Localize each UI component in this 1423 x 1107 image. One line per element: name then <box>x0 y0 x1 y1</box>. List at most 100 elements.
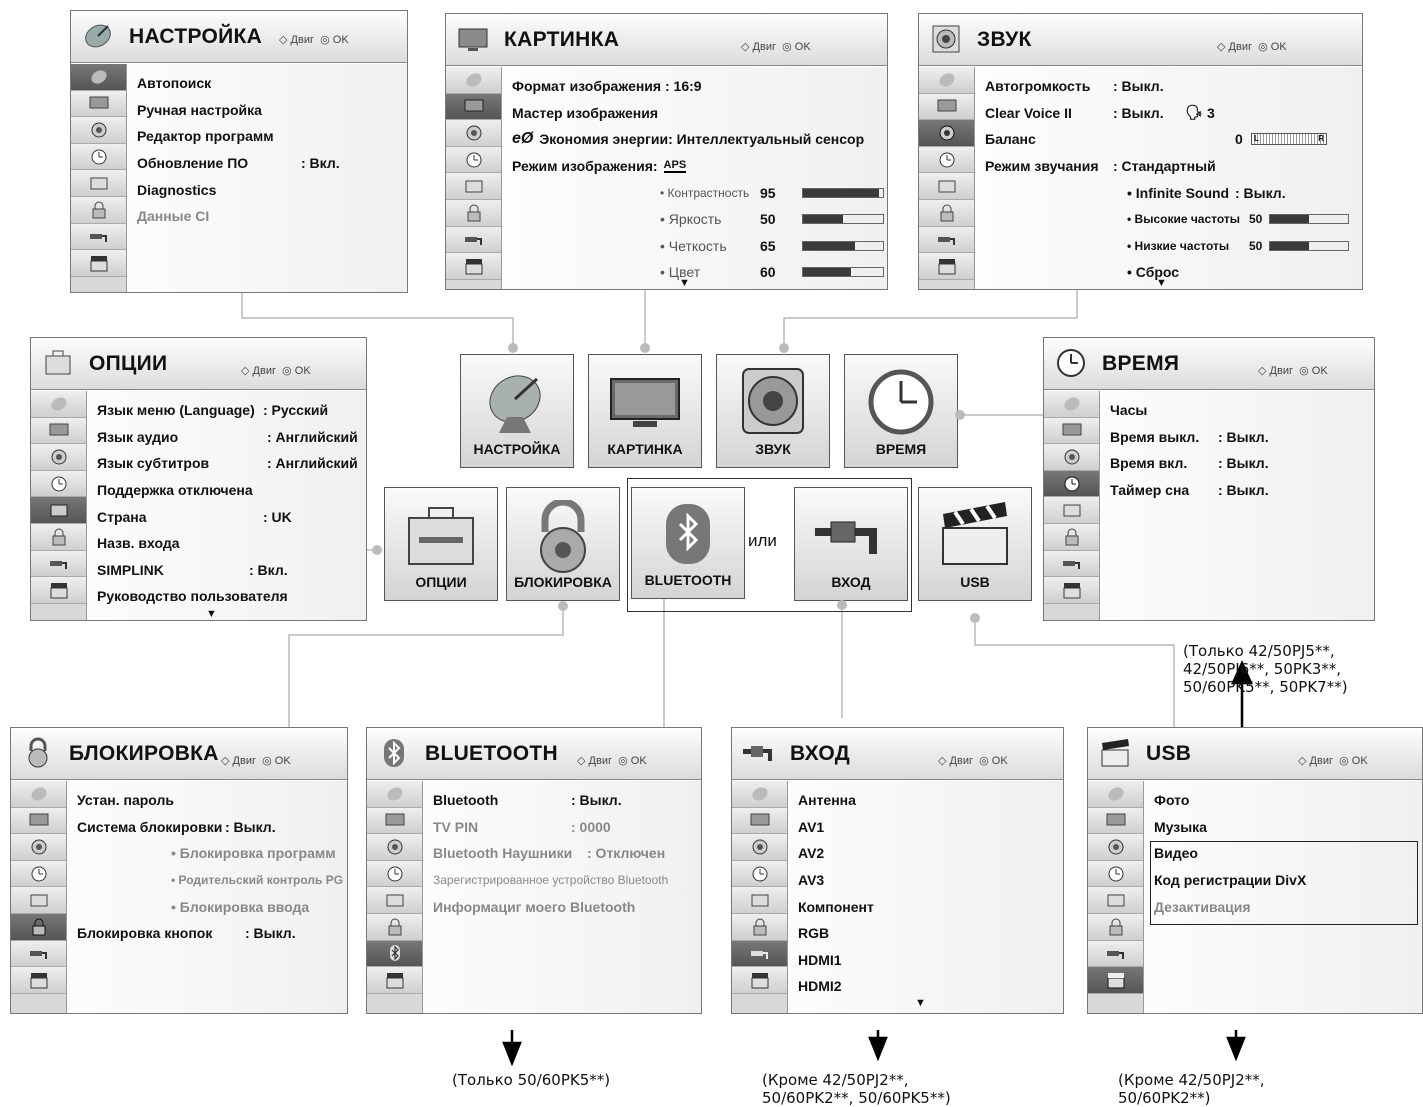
sidebar-item-lock[interactable] <box>446 199 501 227</box>
sidebar-item-picture[interactable] <box>1088 807 1143 835</box>
sidebar-item-picture[interactable] <box>732 807 787 835</box>
sidebar-item-picture[interactable] <box>31 417 86 445</box>
tile-usb[interactable]: USB <box>918 487 1032 601</box>
menu-row[interactable]: SIMPLINK: Вкл. <box>97 561 288 578</box>
menu-row[interactable]: Формат изображения : 16:9 <box>512 78 702 95</box>
sidebar-item-setup[interactable] <box>71 64 126 91</box>
sidebar-item-setup[interactable] <box>1044 391 1099 418</box>
sidebar-item-lock[interactable] <box>71 196 126 224</box>
tile-lock[interactable]: БЛОКИРОВКА <box>506 487 620 601</box>
menu-row[interactable]: • Блокировка программ <box>171 845 336 862</box>
sidebar-item-input[interactable] <box>11 940 66 968</box>
menu-row[interactable]: Поддержка отключена <box>97 482 253 499</box>
sidebar-item-time[interactable] <box>11 860 66 888</box>
menu-row[interactable]: AV1 <box>798 818 825 835</box>
sidebar-item-setup[interactable] <box>919 67 974 94</box>
sidebar-item-usb[interactable] <box>367 967 422 994</box>
menu-row[interactable]: Обновление ПО: Вкл. <box>137 155 340 172</box>
sidebar-item-option[interactable] <box>1088 887 1143 914</box>
sidebar-item-audio[interactable] <box>367 834 422 861</box>
sidebar-item-time[interactable] <box>732 860 787 888</box>
menu-row[interactable]: Антенна <box>798 792 856 809</box>
menu-row[interactable]: • Сброс <box>1127 264 1180 281</box>
sidebar-item-input[interactable] <box>1088 940 1143 968</box>
sidebar-item-time[interactable] <box>919 146 974 174</box>
scroll-down-icon[interactable]: ▼ <box>915 997 926 1009</box>
slider-bar[interactable] <box>802 187 884 198</box>
menu-row[interactable]: HDMI2 <box>798 978 842 995</box>
tile-audio[interactable]: ЗВУК <box>716 354 830 468</box>
sidebar-item-time[interactable] <box>31 470 86 498</box>
sidebar-item-setup[interactable] <box>446 67 501 94</box>
menu-row[interactable]: Автогромкость: Выкл. <box>985 78 1164 95</box>
tile-setup[interactable]: НАСТРОЙКА <box>460 354 574 468</box>
sidebar-item-audio[interactable] <box>732 834 787 861</box>
sidebar-item-picture[interactable] <box>11 807 66 835</box>
slider-bar[interactable] <box>1269 214 1349 225</box>
menu-row[interactable]: Страна: UK <box>97 508 292 525</box>
menu-row[interactable]: Фото <box>1154 792 1190 809</box>
sidebar-item-lock[interactable] <box>1088 913 1143 941</box>
menu-row[interactable]: Редактор программ <box>137 128 274 145</box>
sidebar-item-usb[interactable] <box>446 253 501 280</box>
menu-row[interactable]: Clear Voice II: Выкл.🗣3 <box>985 104 1215 121</box>
slider-bar[interactable] <box>802 240 884 251</box>
menu-row[interactable]: Видео <box>1154 845 1198 862</box>
sidebar-item-input[interactable] <box>71 223 126 251</box>
sidebar-item-lock[interactable] <box>11 913 66 941</box>
sidebar-item-usb[interactable] <box>71 250 126 277</box>
sidebar-item-setup[interactable] <box>11 781 66 808</box>
sidebar-item-audio[interactable] <box>1088 834 1143 861</box>
sidebar-item-lock[interactable] <box>919 199 974 227</box>
menu-row[interactable]: • Родительский контроль PG <box>171 873 344 888</box>
sidebar-item-setup[interactable] <box>1088 781 1143 808</box>
sidebar-item-picture[interactable] <box>71 90 126 118</box>
menu-row[interactable]: Язык аудио: Английский <box>97 428 358 445</box>
sidebar-item-setup[interactable] <box>732 781 787 808</box>
menu-row[interactable]: • Блокировка ввода <box>171 898 310 915</box>
sidebar-item-lock[interactable] <box>367 913 422 941</box>
menu-row[interactable]: Компонент <box>798 898 874 915</box>
sidebar-item-audio[interactable] <box>1044 444 1099 471</box>
scroll-down-icon[interactable]: ▼ <box>1156 277 1167 289</box>
menu-row[interactable]: RGB <box>798 925 830 942</box>
sidebar-item-picture[interactable] <box>446 93 501 121</box>
sidebar-item-lock[interactable] <box>1044 523 1099 551</box>
menu-row[interactable]: Язык субтитров: Английский <box>97 455 358 472</box>
menu-row[interactable]: Автопоиск <box>137 75 212 92</box>
sidebar-item-bluetooth[interactable] <box>367 940 422 968</box>
sidebar-item-option[interactable] <box>1044 497 1099 524</box>
scroll-down-icon[interactable]: ▼ <box>679 277 690 289</box>
sidebar-item-usb[interactable] <box>31 577 86 604</box>
menu-row[interactable]: Таймер сна: Выкл. <box>1110 482 1269 499</box>
menu-row[interactable]: AV2 <box>798 845 825 862</box>
sidebar-item-usb[interactable] <box>732 967 787 994</box>
sidebar-item-option[interactable] <box>367 887 422 914</box>
menu-row[interactable]: Код регистрации DivX <box>1154 872 1307 889</box>
sidebar-item-input[interactable] <box>31 550 86 578</box>
menu-row[interactable]: Назв. входа <box>97 535 180 552</box>
tile-time[interactable]: ВРЕМЯ <box>844 354 958 468</box>
sidebar-item-option[interactable] <box>446 173 501 200</box>
tile-input[interactable]: ВХОД <box>794 487 908 601</box>
sidebar-item-option[interactable] <box>31 497 86 524</box>
sidebar-item-input[interactable] <box>446 226 501 254</box>
menu-row[interactable]: Время вкл.: Выкл. <box>1110 455 1269 472</box>
sidebar-item-input[interactable] <box>919 226 974 254</box>
menu-row[interactable]: HDMI1 <box>798 951 842 968</box>
sidebar-item-option[interactable] <box>11 887 66 914</box>
sidebar-item-time[interactable] <box>1088 860 1143 888</box>
sidebar-item-time[interactable] <box>71 143 126 171</box>
menu-row[interactable]: Мастер изображения <box>512 104 659 121</box>
sidebar-item-setup[interactable] <box>367 781 422 808</box>
menu-row[interactable]: Часы <box>1110 402 1148 419</box>
sidebar-item-lock[interactable] <box>31 523 86 551</box>
menu-row[interactable]: Руководство пользователя <box>97 588 288 605</box>
sidebar-item-audio[interactable] <box>446 120 501 147</box>
